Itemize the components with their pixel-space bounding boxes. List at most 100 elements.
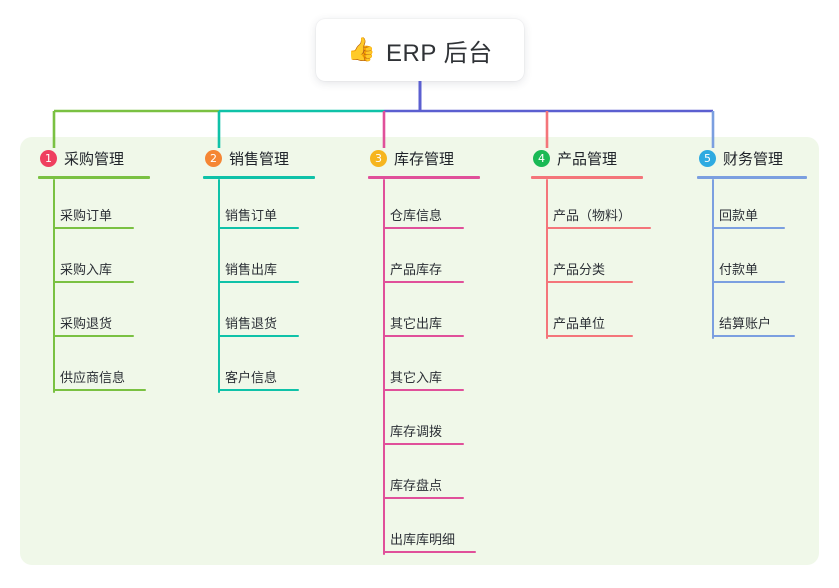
menu-item-underline <box>384 497 464 499</box>
menu-item[interactable]: 产品单位 <box>531 287 643 341</box>
menu-item-underline <box>219 281 299 283</box>
menu-item-underline <box>54 227 134 229</box>
menu-item-label: 库存盘点 <box>390 478 443 493</box>
column-index-badge: 5 <box>699 149 716 167</box>
thumbs-up-icon: 👍 <box>347 35 377 62</box>
menu-item[interactable]: 其它入库 <box>368 341 480 395</box>
menu-item[interactable]: 销售订单 <box>203 179 315 233</box>
menu-item-label: 产品分类 <box>553 262 606 277</box>
menu-item-label: 库存调拨 <box>390 424 443 439</box>
menu-item-label: 出库库明细 <box>390 532 456 547</box>
column-财务管理: 5 财务管理回款单付款单结算账户 <box>697 146 807 341</box>
menu-item-label: 付款单 <box>719 262 759 277</box>
menu-item-label: 采购退货 <box>60 316 113 331</box>
column-header-rule <box>203 176 315 179</box>
menu-item[interactable]: 其它出库 <box>368 287 480 341</box>
column-header-rule <box>38 176 150 179</box>
menu-item[interactable]: 客户信息 <box>203 341 315 395</box>
menu-item-label: 销售出库 <box>225 262 278 277</box>
menu-item[interactable]: 库存盘点 <box>368 449 480 503</box>
menu-item-underline <box>547 281 633 283</box>
menu-item[interactable]: 结算账户 <box>697 287 807 341</box>
root-title: ERP 后台 <box>386 39 493 67</box>
column-index-badge: 3 <box>370 149 387 167</box>
menu-item-underline <box>219 389 299 391</box>
menu-item[interactable]: 采购入库 <box>38 233 150 287</box>
menu-item-label: 客户信息 <box>225 370 278 385</box>
menu-item-label: 结算账户 <box>719 316 772 331</box>
menu-item-underline <box>54 389 146 391</box>
column-title: 销售管理 <box>229 150 290 168</box>
menu-item-label: 采购入库 <box>60 262 113 277</box>
column-header-rule <box>697 176 807 179</box>
menu-item-underline <box>54 335 134 337</box>
menu-item-label: 其它入库 <box>390 370 443 385</box>
column-index-badge: 1 <box>40 149 57 167</box>
column-spine <box>546 179 548 339</box>
menu-item[interactable]: 销售退货 <box>203 287 315 341</box>
column-header[interactable]: 1 采购管理 <box>38 146 150 170</box>
menu-item-underline <box>219 335 299 337</box>
menu-item-label: 销售订单 <box>225 208 278 223</box>
menu-item-label: 产品（物料） <box>553 208 632 223</box>
menu-item-label: 仓库信息 <box>390 208 443 223</box>
menu-item-underline <box>384 335 464 337</box>
column-库存管理: 3 库存管理仓库信息产品库存其它出库其它入库库存调拨库存盘点出库库明细 <box>368 146 480 557</box>
menu-item-underline <box>384 443 464 445</box>
column-index-badge: 2 <box>205 149 222 167</box>
column-spine <box>218 179 220 393</box>
menu-item-label: 供应商信息 <box>60 370 126 385</box>
menu-item-label: 销售退货 <box>225 316 278 331</box>
root-node-erp-backend[interactable]: 👍 ERP 后台 <box>316 19 524 81</box>
menu-item[interactable]: 销售出库 <box>203 233 315 287</box>
column-title: 产品管理 <box>557 150 618 168</box>
menu-item[interactable]: 库存调拨 <box>368 395 480 449</box>
column-header[interactable]: 5 财务管理 <box>697 146 807 170</box>
menu-item[interactable]: 采购退货 <box>38 287 150 341</box>
menu-item[interactable]: 回款单 <box>697 179 807 233</box>
menu-item[interactable]: 供应商信息 <box>38 341 150 395</box>
menu-item[interactable]: 采购订单 <box>38 179 150 233</box>
column-header-rule <box>368 176 480 179</box>
menu-item-underline <box>713 335 795 337</box>
column-title: 采购管理 <box>64 150 125 168</box>
column-header[interactable]: 2 销售管理 <box>203 146 315 170</box>
menu-item-underline <box>219 227 299 229</box>
column-items: 产品（物料） 产品分类产品单位 <box>531 179 651 341</box>
column-title: 库存管理 <box>394 150 455 168</box>
column-items: 回款单付款单结算账户 <box>697 179 807 341</box>
menu-item-underline <box>384 389 464 391</box>
column-spine <box>383 179 385 555</box>
menu-item[interactable]: 付款单 <box>697 233 807 287</box>
menu-item-label: 产品库存 <box>390 262 443 277</box>
column-items: 采购订单采购入库采购退货供应商信息 <box>38 179 150 395</box>
menu-item-label: 采购订单 <box>60 208 113 223</box>
menu-item-underline <box>713 281 785 283</box>
menu-item-underline <box>384 281 464 283</box>
column-spine <box>712 179 714 339</box>
column-spine <box>53 179 55 393</box>
column-items: 仓库信息产品库存其它出库其它入库库存调拨库存盘点出库库明细 <box>368 179 480 557</box>
content-panel <box>20 137 819 565</box>
menu-item-underline <box>384 551 476 553</box>
menu-item-underline <box>54 281 134 283</box>
root-node-inner: 👍 ERP 后台 <box>347 33 492 68</box>
column-title: 财务管理 <box>723 150 784 168</box>
column-采购管理: 1 采购管理采购订单采购入库采购退货供应商信息 <box>38 146 150 395</box>
menu-item-underline <box>713 227 785 229</box>
menu-item[interactable]: 产品库存 <box>368 233 480 287</box>
column-销售管理: 2 销售管理销售订单销售出库销售退货客户信息 <box>203 146 315 395</box>
column-header-rule <box>531 176 643 179</box>
menu-item[interactable]: 出库库明细 <box>368 503 480 557</box>
menu-item-label: 产品单位 <box>553 316 606 331</box>
menu-item[interactable]: 产品分类 <box>531 233 643 287</box>
menu-item[interactable]: 仓库信息 <box>368 179 480 233</box>
column-items: 销售订单销售出库销售退货客户信息 <box>203 179 315 395</box>
menu-item-label: 其它出库 <box>390 316 443 331</box>
menu-item-underline <box>547 227 651 229</box>
menu-item[interactable]: 产品（物料） <box>531 179 651 233</box>
column-header[interactable]: 3 库存管理 <box>368 146 480 170</box>
